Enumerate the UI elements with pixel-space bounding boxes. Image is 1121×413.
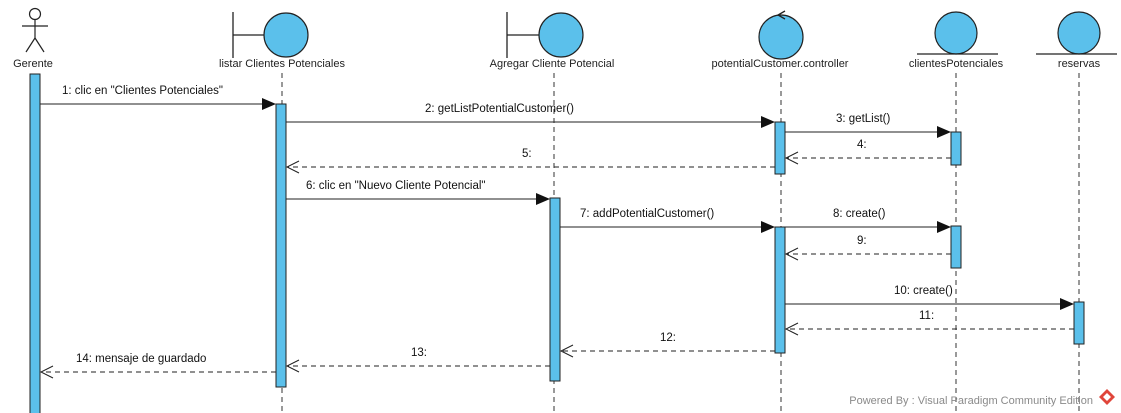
activation-agregar bbox=[549, 197, 561, 382]
entity-icon bbox=[917, 11, 998, 55]
activation-controller-1 bbox=[774, 121, 786, 175]
message-5: 5: bbox=[285, 148, 775, 174]
boundary-icon bbox=[506, 12, 584, 58]
message-label: 9: bbox=[857, 235, 867, 247]
activation-reservas bbox=[1073, 301, 1085, 345]
message-10: 10: create() bbox=[785, 285, 1074, 310]
message-6: 6: clic en "Nuevo Cliente Potencial" bbox=[286, 180, 550, 205]
watermark: Powered By : Visual Paradigm Community E… bbox=[849, 389, 1115, 407]
participant-reservas: reservas bbox=[1036, 11, 1117, 70]
message-label: 8: create() bbox=[833, 208, 886, 220]
participant-clientespotenciales: clientesPotenciales bbox=[909, 11, 1004, 70]
activation-gerente bbox=[29, 73, 41, 413]
actor-icon bbox=[22, 7, 48, 53]
participant-label: Gerente bbox=[13, 58, 53, 70]
message-label: 13: bbox=[411, 347, 427, 359]
boundary-icon bbox=[232, 12, 309, 58]
participant-gerente: Gerente bbox=[13, 7, 53, 70]
message-8: 8: create() bbox=[785, 208, 951, 233]
participant-agregar-cliente-potencial: Agregar Cliente Potencial bbox=[490, 12, 615, 70]
activations bbox=[29, 73, 1085, 413]
message-label: 11: bbox=[919, 310, 934, 322]
message-label: 5: bbox=[522, 148, 532, 160]
message-4: 4: bbox=[784, 139, 951, 165]
message-label: 1: clic en "Clientes Potenciales" bbox=[62, 85, 223, 97]
message-label: 2: getListPotentialCustomer() bbox=[425, 103, 574, 115]
message-label: 12: bbox=[660, 332, 676, 344]
message-1: 1: clic en "Clientes Potenciales" bbox=[40, 85, 276, 110]
control-icon bbox=[758, 10, 804, 60]
visual-paradigm-logo-icon bbox=[1099, 389, 1115, 405]
activation-clientespotenciales-1 bbox=[950, 131, 962, 166]
participant-listar-clientes-potenciales: listar Clientes Potenciales bbox=[219, 12, 345, 70]
message-11: 11: bbox=[784, 310, 1074, 336]
message-7: 7: addPotentialCustomer() bbox=[560, 208, 775, 233]
participant-label: listar Clientes Potenciales bbox=[219, 58, 345, 70]
message-14: 14: mensaje de guardado bbox=[39, 353, 276, 379]
message-9: 9: bbox=[784, 235, 951, 261]
watermark-text: Powered By : Visual Paradigm Community E… bbox=[849, 395, 1093, 407]
message-3: 3: getList() bbox=[785, 113, 951, 138]
participant-label: reservas bbox=[1058, 58, 1101, 70]
message-label: 10: create() bbox=[894, 285, 953, 297]
activation-controller-2 bbox=[774, 226, 786, 354]
message-12: 12: bbox=[559, 332, 775, 358]
activation-listar bbox=[275, 103, 287, 388]
entity-icon bbox=[1036, 11, 1117, 55]
message-label: 7: addPotentialCustomer() bbox=[580, 208, 714, 220]
message-label: 3: getList() bbox=[836, 113, 890, 125]
participant-label: Agregar Cliente Potencial bbox=[490, 58, 615, 70]
message-label: 6: clic en "Nuevo Cliente Potencial" bbox=[306, 180, 485, 192]
participant-label: clientesPotenciales bbox=[909, 58, 1004, 70]
message-13: 13: bbox=[285, 347, 550, 373]
participant-label: potentialCustomer.controller bbox=[712, 58, 849, 70]
message-label: 14: mensaje de guardado bbox=[76, 353, 206, 365]
message-2: 2: getListPotentialCustomer() bbox=[286, 103, 775, 128]
activation-clientespotenciales-2 bbox=[950, 225, 962, 269]
message-label: 4: bbox=[857, 139, 867, 151]
participant-potentialcustomer-controller: potentialCustomer.controller bbox=[712, 10, 849, 70]
